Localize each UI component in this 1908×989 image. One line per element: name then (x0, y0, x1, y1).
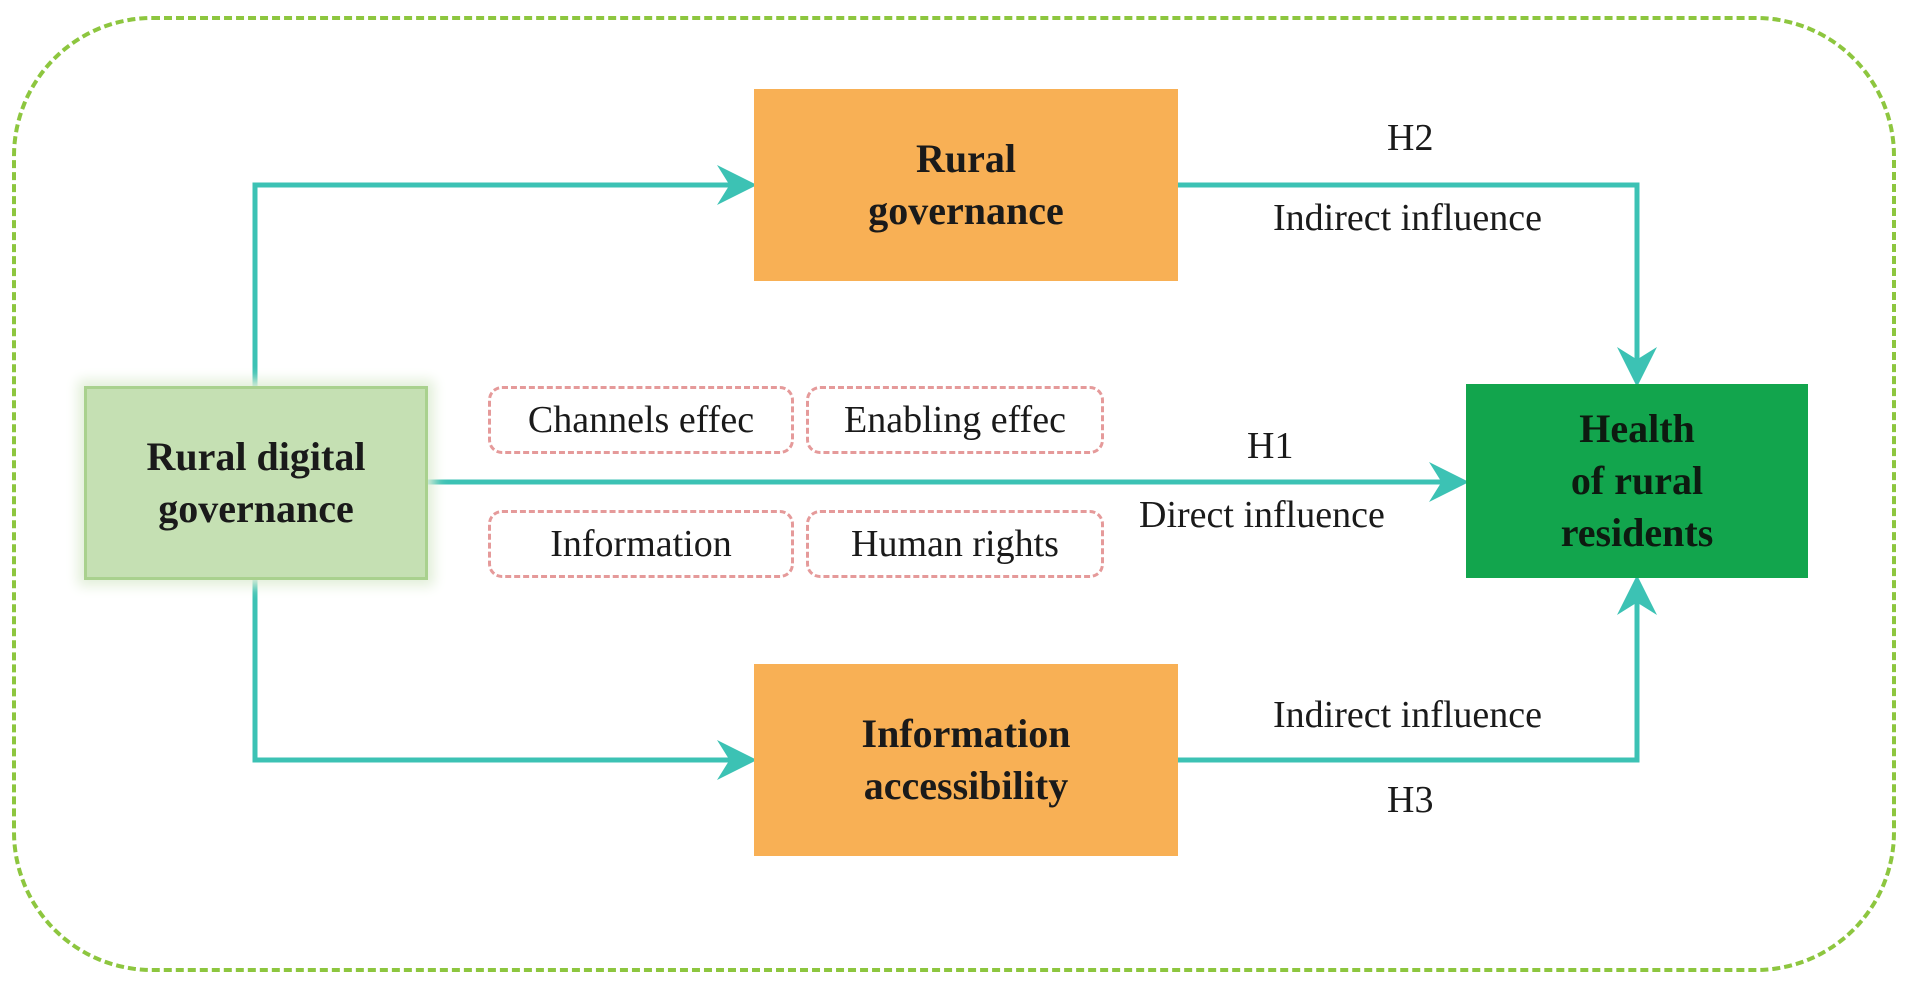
h1-hypothesis-label: H1 (1247, 425, 1294, 467)
health-of-rural-residents-node: Health of rural residents (1466, 384, 1808, 578)
mechanism-tag-enabling: Enabling effec (806, 386, 1104, 454)
arrow-to-rural-governance (252, 165, 757, 386)
h2-influence-label: Indirect influence (1273, 197, 1543, 239)
arrow-h2-indirect (1178, 182, 1657, 387)
h2-hypothesis-label: H2 (1387, 117, 1434, 159)
rural-governance-label: Rural governance (868, 136, 1064, 233)
information-accessibility-label: Information accessibility (861, 711, 1071, 808)
h3-hypothesis-label: H3 (1387, 779, 1434, 821)
mechanism-tag-information: Information (488, 510, 794, 578)
h3-influence-label: Indirect influence (1273, 694, 1543, 736)
information-accessibility-node: Information accessibility (754, 664, 1178, 856)
health-of-rural-residents-label: Health of rural residents (1560, 406, 1714, 555)
rural-governance-node: Rural governance (754, 89, 1178, 281)
mechanism-tag-channels: Channels effec (488, 386, 794, 454)
rural-digital-governance-label: Rural digital governance (146, 434, 366, 531)
arrow-to-information-accessibility (252, 580, 757, 780)
rural-digital-governance-node: Rural digital governance (84, 386, 428, 580)
diagram-frame (12, 16, 1896, 972)
mechanism-tag-human-rights: Human rights (806, 510, 1104, 578)
arrow-h3-indirect (1178, 575, 1657, 763)
h1-influence-label: Direct influence (1139, 494, 1385, 536)
